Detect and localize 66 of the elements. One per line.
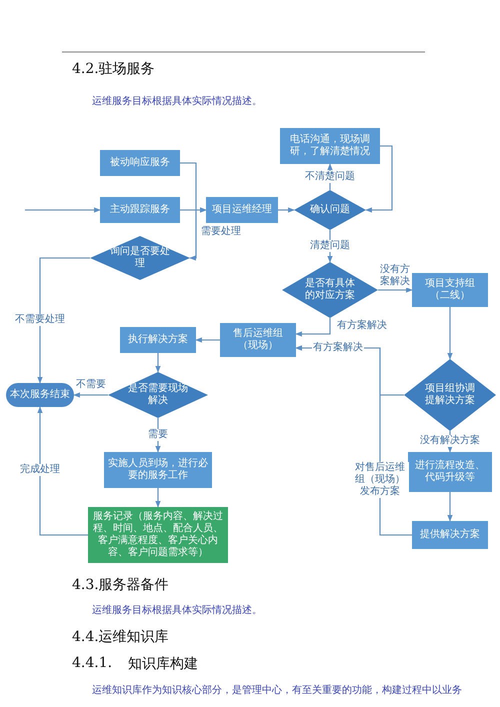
decision-diamond xyxy=(90,236,190,280)
arrow xyxy=(180,207,207,213)
arrow xyxy=(365,145,393,213)
description-text: 运维服务目标根据具体实际情况描述。 xyxy=(92,604,262,617)
decision-diamond xyxy=(108,372,208,418)
box-label: 提供解决方案 xyxy=(420,529,480,541)
box-label: 实施人员到场，进行必要的服务工作 xyxy=(108,458,208,482)
arrow xyxy=(37,257,90,384)
section-heading: 4.3.服务器备件 xyxy=(72,576,169,594)
arrow xyxy=(180,162,197,261)
arrow xyxy=(447,492,453,522)
box-label: 执行解决方案 xyxy=(128,334,188,346)
decision-label: 项目组协调提解决方案 xyxy=(424,383,476,407)
box-label: 主动跟踪服务 xyxy=(110,204,170,216)
process-box xyxy=(412,521,488,549)
decision-diamond xyxy=(294,190,366,230)
terminal-box xyxy=(6,383,74,407)
process-box xyxy=(104,452,212,488)
decision-diamond xyxy=(282,262,378,318)
arrow xyxy=(155,418,161,453)
box-label: 电话沟通，现场调研，了解清楚情况 xyxy=(289,134,371,158)
box-label: 项目支持组（二线） xyxy=(424,278,476,302)
process-box xyxy=(120,327,196,353)
arrow xyxy=(295,318,331,337)
process-box xyxy=(220,323,296,357)
arrow xyxy=(25,207,101,213)
arrow xyxy=(278,207,295,213)
decision-diamond xyxy=(404,359,496,431)
edge-label: 不需要 xyxy=(75,379,107,391)
arrow xyxy=(155,488,161,508)
section-number: 4.4.1. xyxy=(72,655,112,671)
process-box xyxy=(408,452,492,492)
arrow xyxy=(447,307,453,360)
edge-label: 不清楚问题 xyxy=(304,171,356,183)
subsection-heading: 知识库构建 xyxy=(128,655,198,673)
arrow xyxy=(155,353,161,373)
edge-label: 完成处理 xyxy=(19,464,61,476)
box-label: 项目运维经理 xyxy=(212,204,272,216)
edge-label: 需要处理 xyxy=(200,226,242,238)
box-label: 本次服务结束 xyxy=(10,389,70,401)
edge-label: 不需要处理 xyxy=(14,314,66,326)
process-box xyxy=(206,197,278,223)
decision-label: 确认问题 xyxy=(310,204,350,216)
section-heading: 4.2.驻场服务 xyxy=(72,60,155,78)
process-box xyxy=(100,150,180,176)
process-box xyxy=(412,273,488,307)
arrow xyxy=(378,287,413,293)
box-label: 进行流程改造、代码升级等 xyxy=(414,460,486,484)
edge-label: 有方案解决 xyxy=(312,342,364,354)
description-text: 运维服务目标根据具体实际情况描述。 xyxy=(92,94,262,108)
box-label: 售后运维组（现场） xyxy=(232,328,284,352)
edge-label: 没有方案解决 xyxy=(378,264,412,288)
process-box xyxy=(280,128,380,164)
arrow xyxy=(195,337,220,343)
box-label: 被动响应服务 xyxy=(110,157,170,169)
arrow xyxy=(73,392,108,398)
decision-label: 是否有具体的对应方案 xyxy=(304,278,356,302)
edge-label: 没有解决方案 xyxy=(419,435,481,447)
edge-label: 有方案解决 xyxy=(336,320,388,332)
edge-label: 清楚问题 xyxy=(309,240,351,252)
body-text: 运维知识库作为知识核心部分，是管理中心，有至关重要的功能，构建过程中以业务 xyxy=(92,684,462,697)
section-heading: 4.4.运维知识库 xyxy=(72,628,169,646)
box-label: 服务记录（服务内容、解决过程、时间、地点、配合人员、客户满意程度、客户关心内容、客户问题需求等） xyxy=(92,511,224,559)
edge-label: 需要 xyxy=(147,429,169,441)
arrow xyxy=(37,406,88,536)
process-box xyxy=(100,197,180,223)
